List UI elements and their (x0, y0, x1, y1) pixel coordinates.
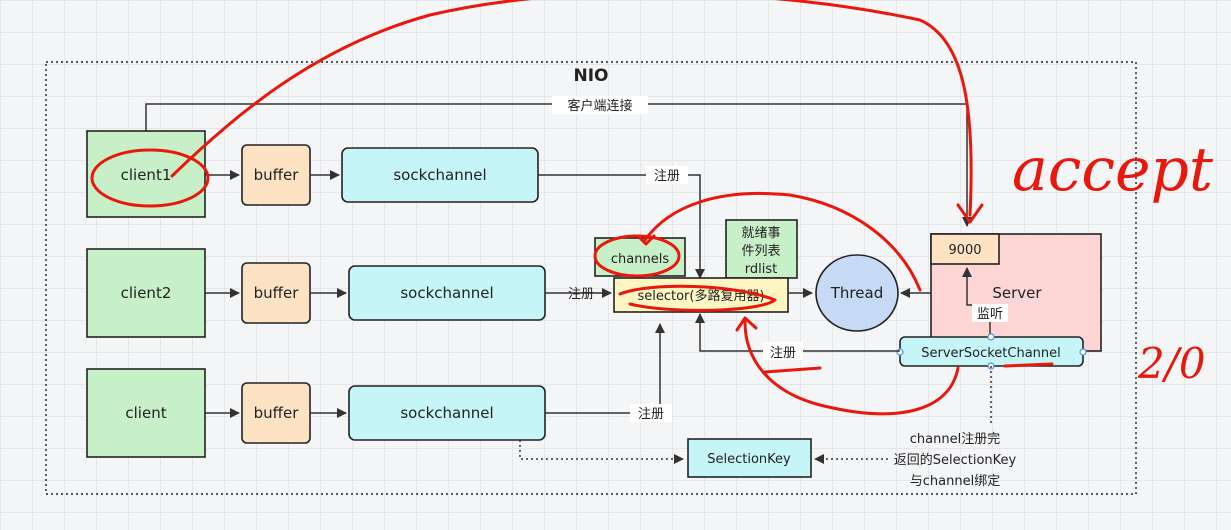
client2-box (86, 248, 206, 338)
accept-annotation: accept (1012, 135, 1214, 205)
selection-key-box (687, 438, 812, 478)
register1-label-bg (646, 166, 688, 184)
buffer3-label: buffer (254, 404, 300, 422)
channels-label: channels (611, 252, 669, 267)
port-label: 9000 (948, 243, 981, 258)
ssc-handle-right (1079, 348, 1087, 356)
loop-top-arrowhead-annotation (638, 234, 656, 246)
port-box (930, 233, 1000, 265)
ssc-handle-top (987, 333, 995, 341)
register2-label: 注册 (568, 287, 594, 302)
ready-events-line-2: 件列表 (741, 244, 780, 259)
selector-label: selector(多路复用器) (637, 288, 764, 304)
buffer2-label: buffer (254, 284, 300, 302)
buffer1-label: buffer (254, 166, 300, 184)
client3-box (86, 368, 206, 458)
server-socket-channel-label: ServerSocketChannel (921, 346, 1061, 361)
client1-box (86, 130, 206, 218)
client1-label: client1 (121, 166, 172, 184)
client-connect-label-bg (552, 96, 648, 114)
note-line-3: 与channel绑定 (910, 474, 1000, 489)
sockchannel3-label: sockchannel (400, 404, 493, 422)
sockchannel1-label: sockchannel (393, 166, 486, 184)
listen-label: 监听 (977, 307, 1003, 322)
ready-events-box (725, 219, 798, 279)
register4-label-bg (763, 342, 803, 360)
sockchannel1-register-arrow (538, 174, 705, 279)
server-label: Server (992, 284, 1042, 302)
thread-node (815, 254, 899, 332)
loop-top-annotation (643, 191, 922, 292)
accept-curve-annotation (170, 0, 973, 217)
ready-events-line-3: rdlist (745, 262, 777, 277)
sockchannel-selectionkey-dotted-arrow (519, 440, 684, 464)
dash-annotation (763, 366, 822, 374)
loop-bottom-annotation (743, 320, 960, 416)
register4-label: 注册 (770, 346, 796, 361)
ready-events-line-1: 就绪事 (741, 226, 780, 241)
note-line-1: channel注册完 (910, 432, 1000, 447)
client-connect-label: 客户端连接 (567, 98, 632, 114)
register3-label: 注册 (638, 407, 664, 422)
sockchannel3-register-arrow (545, 323, 665, 414)
register3-label-bg (630, 404, 672, 422)
sockchannel2-label: sockchannel (400, 284, 493, 302)
client2-label: client2 (121, 284, 172, 302)
nio-container (45, 61, 1137, 495)
accept-arrowhead-annotation (956, 203, 984, 224)
diagram-title: NIO (573, 66, 608, 86)
channels-circle-annotation (593, 234, 681, 278)
listen-label-bg (972, 304, 1008, 322)
side-annotation: 2/0 (1137, 339, 1206, 388)
ssc-underline-annotation (1003, 362, 1054, 368)
client1-circle-annotation (90, 148, 210, 208)
selection-key-label: SelectionKey (707, 452, 791, 467)
ssc-handle-left (896, 348, 904, 356)
selector-underline-annotation (618, 284, 777, 312)
client3-label: client (125, 404, 166, 422)
red-annotations: accept 2/0 (90, 0, 1214, 416)
register1-label: 注册 (654, 169, 680, 184)
loop-bottom-arrowhead-annotation (735, 316, 758, 332)
note-line-2: 返回的SelectionKey (894, 452, 1017, 468)
thread-label: Thread (830, 284, 883, 302)
ssc-register-arrow (695, 313, 900, 352)
